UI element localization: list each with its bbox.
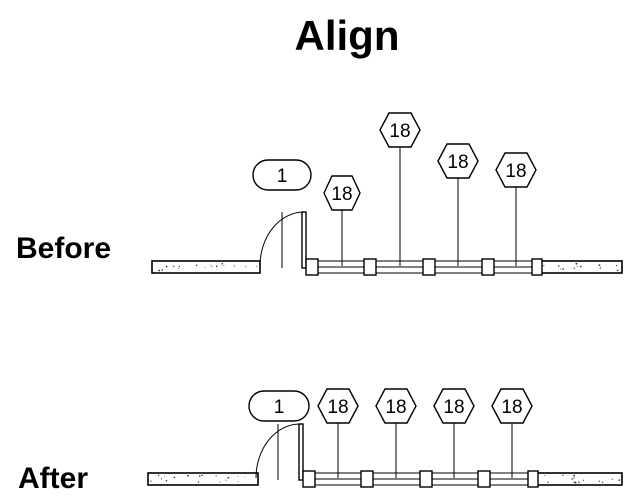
hatch-speck — [204, 267, 206, 268]
hatch-speck — [544, 475, 546, 476]
svg-text:18: 18 — [443, 397, 464, 418]
after-label: After — [18, 462, 88, 495]
after-window-tag-2: 18 — [375, 388, 417, 478]
before-window-band — [305, 258, 543, 276]
before-wall-left — [151, 260, 261, 274]
hatch-speck — [165, 265, 168, 268]
before-window-tag-4: 18 — [495, 152, 537, 266]
hatch-speck — [233, 265, 235, 267]
before-window-tag-1: 18 — [323, 175, 361, 266]
hatch-speck — [598, 480, 601, 482]
svg-text:1: 1 — [277, 166, 288, 187]
hatch-speck — [598, 264, 601, 266]
hatch-speck — [221, 263, 223, 265]
hatch-speck — [573, 267, 575, 270]
hatch-speck — [225, 479, 227, 481]
hatch-speck — [211, 266, 213, 268]
after-door-tag: 1 — [248, 390, 310, 422]
after-wall-left — [147, 472, 259, 486]
hatch-speck — [578, 481, 580, 484]
hatch-speck — [187, 474, 189, 477]
hatch-speck — [579, 265, 582, 268]
diagram-title: Align — [295, 12, 400, 59]
svg-text:1: 1 — [274, 397, 285, 418]
hatch-speck — [158, 269, 161, 272]
before-door-tag: 1 — [252, 159, 312, 191]
hatch-speck — [237, 481, 239, 483]
hatch-speck — [575, 262, 578, 265]
hatch-speck — [574, 481, 577, 484]
hatch-speck — [237, 475, 239, 477]
hatch-speck — [223, 264, 225, 266]
hatch-speck — [195, 264, 198, 267]
after-window-tag-3: 18 — [433, 388, 475, 478]
hatch-speck — [161, 269, 163, 271]
hatch-speck — [562, 268, 564, 270]
hatch-speck — [219, 481, 221, 483]
after-door — [255, 423, 304, 481]
before-label: Before — [16, 232, 111, 265]
hatch-speck — [615, 264, 618, 267]
hatch-speck — [158, 474, 160, 476]
hatch-speck — [164, 475, 165, 477]
hatch-speck — [201, 474, 203, 477]
hatch-speck — [245, 266, 247, 268]
wall-hatch — [150, 262, 621, 484]
hatch-speck — [255, 266, 258, 268]
svg-text:18: 18 — [447, 152, 468, 173]
hatch-speck — [576, 265, 578, 268]
hatch-speck — [173, 476, 176, 479]
hatch-speck — [227, 476, 230, 479]
before-door — [259, 211, 307, 269]
hatch-speck — [198, 475, 201, 477]
hatch-speck — [150, 480, 152, 482]
after-wall-right — [535, 472, 623, 486]
hatch-speck — [541, 265, 544, 267]
hatch-speck — [618, 479, 621, 481]
svg-text:18: 18 — [327, 397, 348, 418]
before-plan: 1 18 18 18 18 — [151, 112, 623, 276]
hatch-speck — [178, 265, 181, 268]
hatch-speck — [560, 268, 561, 270]
hatch-speck — [165, 479, 168, 482]
after-window-band — [302, 470, 539, 488]
hatch-speck — [543, 265, 545, 267]
hatch-speck — [215, 475, 217, 477]
hatch-speck — [599, 267, 601, 269]
hatch-speck — [611, 478, 613, 480]
hatch-speck — [215, 265, 218, 267]
hatch-speck — [210, 265, 212, 267]
after-window-tag-4: 18 — [491, 388, 533, 478]
hatch-speck — [244, 476, 246, 478]
hatch-speck — [573, 481, 576, 483]
after-window-tag-1: 18 — [317, 388, 359, 478]
hatch-speck — [160, 478, 163, 480]
hatch-speck — [573, 474, 575, 477]
svg-text:18: 18 — [389, 121, 410, 142]
before-window-tag-2: 18 — [379, 112, 421, 266]
hatch-speck — [547, 481, 549, 483]
before-window-tag-3: 18 — [437, 143, 479, 266]
hatch-speck — [601, 481, 604, 483]
after-plan: 1 18 18 18 18 — [147, 388, 623, 488]
hatch-speck — [562, 474, 564, 476]
hatch-speck — [558, 265, 560, 267]
hatch-speck — [197, 481, 200, 483]
hatch-speck — [177, 267, 179, 269]
svg-text:18: 18 — [385, 397, 406, 418]
hatch-speck — [173, 265, 175, 268]
hatch-speck — [573, 477, 575, 479]
svg-text:18: 18 — [505, 161, 526, 182]
hatch-speck — [616, 269, 619, 272]
hatch-speck — [571, 478, 573, 480]
hatch-speck — [582, 479, 585, 481]
svg-text:18: 18 — [501, 397, 522, 418]
svg-text:18: 18 — [331, 184, 352, 205]
